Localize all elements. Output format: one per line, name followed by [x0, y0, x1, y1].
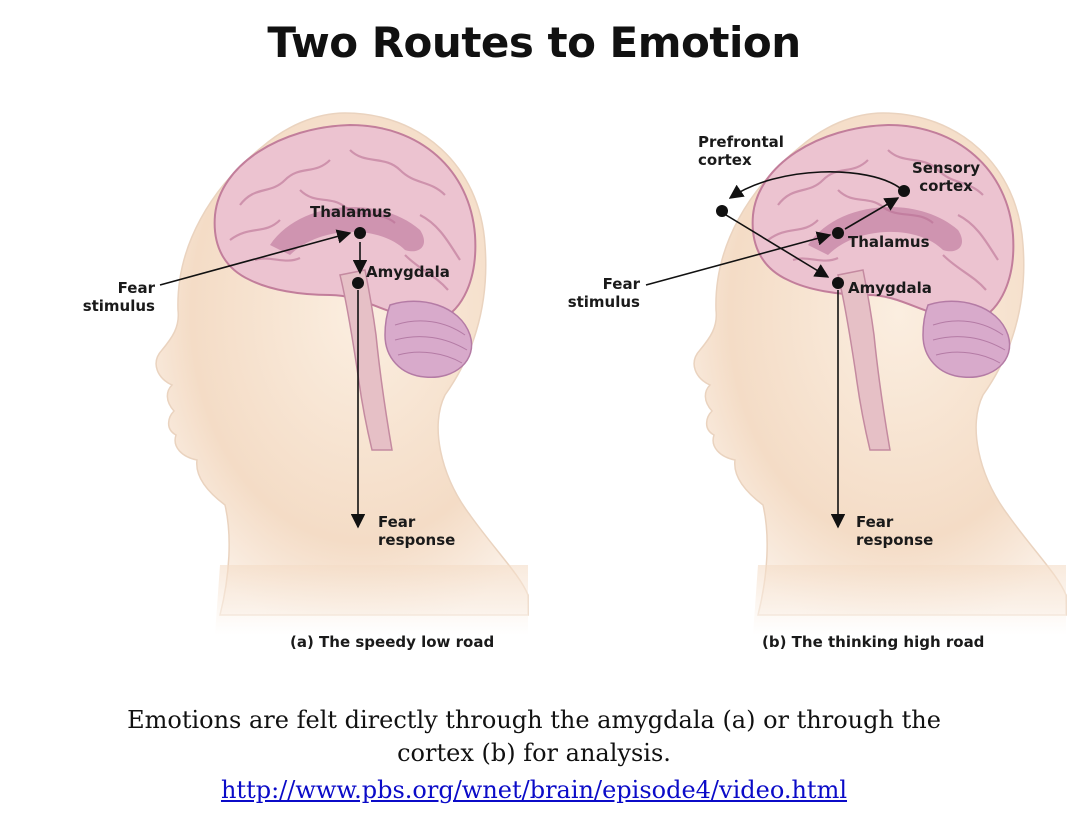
- description-line-1: Emotions are felt directly through the a…: [127, 706, 941, 734]
- arrow-prefrontal-to-amygdala: [725, 214, 830, 278]
- head-illustration-a: [155, 112, 529, 635]
- label-fear-stimulus: Fear stimulus: [82, 279, 155, 315]
- caption-panel-b: (b) The thinking high road: [762, 633, 985, 651]
- thalamus-node: [832, 227, 844, 239]
- brainstem: [339, 269, 393, 451]
- label-amygdala: Amygdala: [848, 279, 932, 297]
- label-fear-response: Fear response: [378, 513, 456, 549]
- sensory-node: [898, 185, 910, 197]
- prefrontal-node: [716, 205, 728, 217]
- label-fear-stimulus: Fear stimulus: [567, 275, 640, 311]
- video-link[interactable]: http://www.pbs.org/wnet/brain/episode4/v…: [220, 776, 848, 804]
- cerebellum: [922, 300, 1011, 378]
- arrow-stimulus-to-thalamus: [159, 229, 352, 286]
- arrow-stimulus-to-thalamus: [645, 231, 832, 286]
- label-thalamus: Thalamus: [848, 233, 930, 251]
- slide-title: Two Routes to Emotion: [267, 18, 801, 67]
- amygdala-node: [832, 277, 844, 289]
- label-sensory-cortex: Sensory cortex: [911, 159, 981, 195]
- panel-high-road: Prefrontal cortex Sensory cortex Thalamu…: [538, 95, 1068, 655]
- arrow-sensory-to-prefrontal: [728, 171, 901, 199]
- label-prefrontal-cortex: Prefrontal cortex: [698, 133, 784, 169]
- video-link-container: http://www.pbs.org/wnet/brain/episode4/v…: [0, 776, 1068, 804]
- head-illustration-b: [645, 112, 1067, 635]
- thalamus-node: [354, 227, 366, 239]
- caption-panel-a: (a) The speedy low road: [290, 633, 495, 651]
- brainstem: [837, 269, 891, 451]
- label-amygdala: Amygdala: [366, 263, 450, 281]
- label-thalamus: Thalamus: [310, 203, 392, 221]
- amygdala-node: [352, 277, 364, 289]
- cerebellum: [384, 300, 473, 378]
- description-line-2: cortex (b) for analysis.: [397, 739, 671, 767]
- panel-low-road: Thalamus Amygdala Fear stimulus Fear res…: [0, 95, 530, 655]
- label-fear-response: Fear response: [856, 513, 934, 549]
- arrow-thalamus-to-sensory: [844, 197, 900, 230]
